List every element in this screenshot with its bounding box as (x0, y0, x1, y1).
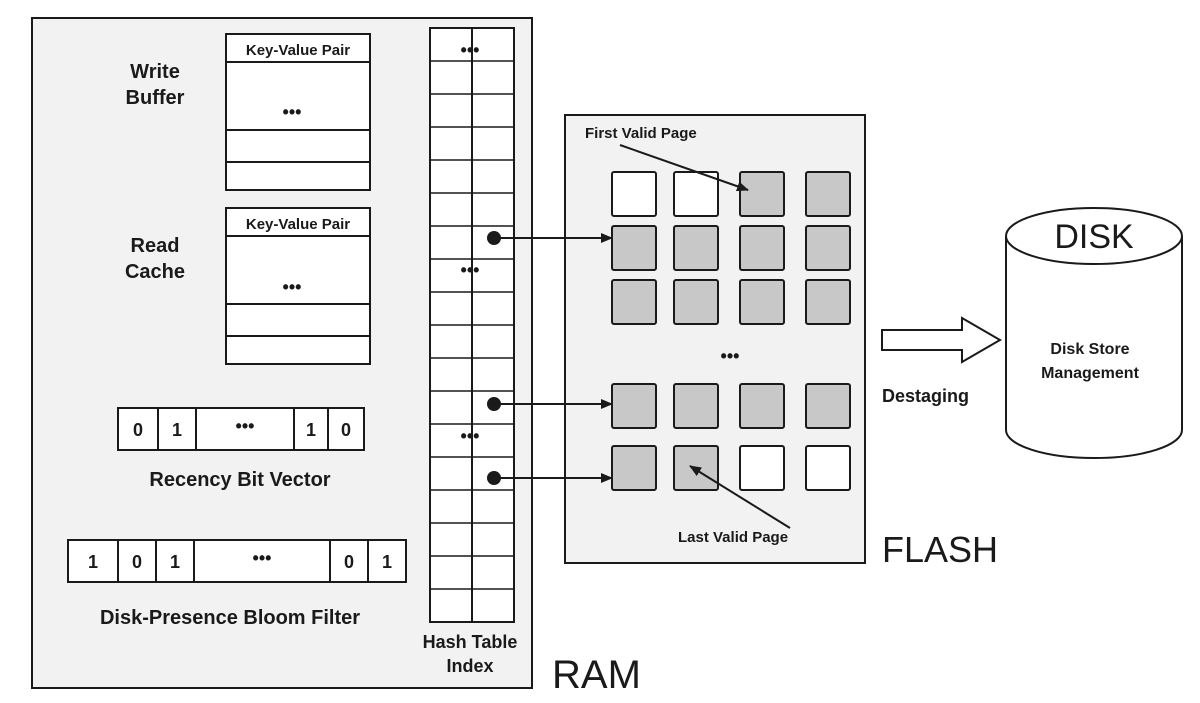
hash-ellipsis: ••• (461, 40, 480, 60)
bloom-cell: 0 (132, 552, 142, 572)
flash-page-empty (739, 445, 785, 491)
destaging-label: Destaging (882, 386, 969, 406)
hash-table-label-line1: Hash Table (423, 632, 518, 652)
flash-page-filled (611, 383, 657, 429)
flash-page-empty (611, 171, 657, 217)
recency-cell: 1 (306, 420, 316, 440)
flash-page-filled (739, 383, 785, 429)
last-valid-page-arrow (689, 465, 791, 529)
recency-bit-vector (117, 407, 365, 451)
write-buffer-table (225, 33, 371, 191)
flash-page-filled (805, 383, 851, 429)
bloom-cell: 0 (344, 552, 354, 572)
disk-label: DISK (1054, 218, 1134, 256)
read-cache-ellipsis: ••• (283, 277, 302, 297)
disk-inner-line1: Disk Store (1050, 341, 1129, 358)
flash-page-filled (673, 279, 719, 325)
flash-page-filled (673, 225, 719, 271)
flash-page-filled (739, 171, 785, 217)
flash-page-filled (739, 279, 785, 325)
flash-page-filled (611, 279, 657, 325)
destaging-arrow (881, 316, 1002, 364)
flash-page-filled (805, 225, 851, 271)
read-cache-label-line1: Read (131, 235, 180, 257)
write-buffer-ellipsis: ••• (283, 102, 302, 122)
hash-ellipsis: ••• (461, 260, 480, 280)
bloom-filter-label: Disk-Presence Bloom Filter (100, 607, 360, 629)
flash-page-empty (805, 445, 851, 491)
write-buffer-label-line1: Write (130, 61, 180, 83)
flash-label: FLASH (882, 529, 998, 570)
bloom-cell: 1 (170, 552, 180, 572)
disk-cylinder (1005, 207, 1183, 459)
flash-page-filled (673, 383, 719, 429)
read-cache-label-line2: Cache (125, 261, 185, 283)
hash-table-label-line2: Index (446, 656, 493, 676)
recency-cell: 0 (341, 420, 351, 440)
read-cache-header: Key-Value Pair (246, 216, 350, 233)
last-valid-page-label: Last Valid Page (678, 529, 788, 546)
bloom-cell: 1 (382, 552, 392, 572)
flash-page-filled (739, 225, 785, 271)
first-valid-page-label: First Valid Page (585, 125, 697, 142)
recency-bit-vector-label: Recency Bit Vector (149, 469, 330, 491)
flash-ellipsis: ••• (721, 346, 740, 366)
recency-cell: 1 (172, 420, 182, 440)
recency-cell: ••• (236, 416, 255, 436)
disk-inner-line2: Management (1041, 365, 1139, 382)
flash-page-empty (673, 171, 719, 217)
hash-table-index (429, 27, 515, 623)
flash-page-filled (611, 445, 657, 491)
recency-cell: 0 (133, 420, 143, 440)
flash-page-filled (673, 445, 719, 491)
hash-ellipsis: ••• (461, 426, 480, 446)
flash-page-filled (805, 279, 851, 325)
flash-page-filled (611, 225, 657, 271)
bloom-cell: ••• (253, 548, 272, 568)
flash-page-filled (805, 171, 851, 217)
first-valid-page-arrow (619, 144, 749, 192)
ram-label: RAM (552, 653, 641, 697)
write-buffer-label-line2: Buffer (126, 87, 185, 109)
flash-page-grid (611, 171, 851, 491)
write-buffer-header: Key-Value Pair (246, 42, 350, 59)
read-cache-table (225, 207, 371, 365)
bloom-cell: 1 (88, 552, 98, 572)
bloom-filter (67, 539, 407, 583)
